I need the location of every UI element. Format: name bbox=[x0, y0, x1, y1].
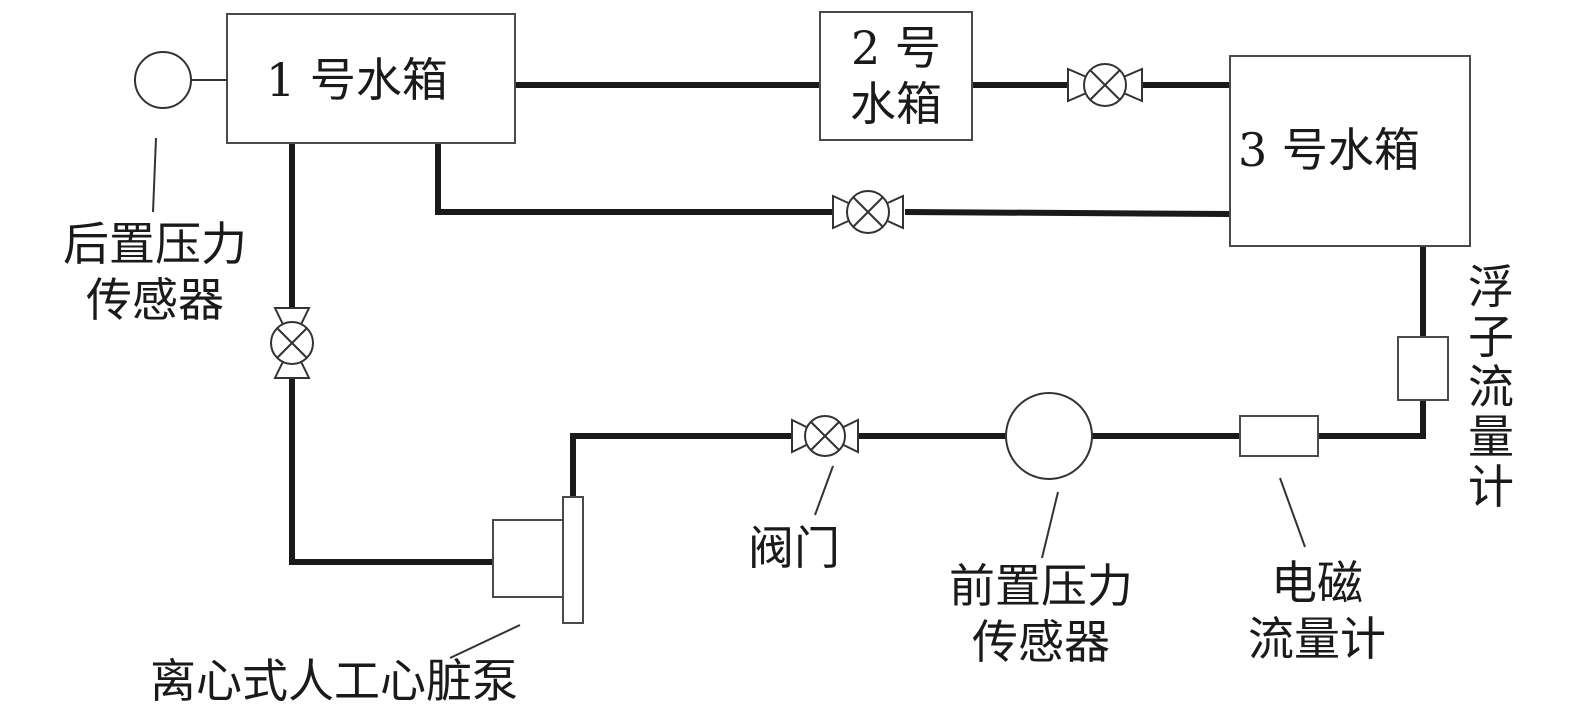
front-sensor-leader bbox=[1041, 491, 1059, 559]
rotameter-char: 量 bbox=[1468, 410, 1514, 464]
rotameter-char: 流 bbox=[1468, 360, 1514, 414]
valve-leader bbox=[814, 465, 834, 516]
emflow-label-line1: 电磁 bbox=[1271, 556, 1363, 610]
front-sensor-label-line1: 前置压力 bbox=[949, 559, 1133, 613]
rotameter-char: 浮 bbox=[1468, 260, 1514, 314]
pump-leader bbox=[449, 624, 521, 659]
tank-1 bbox=[226, 13, 516, 144]
rear-pressure-sensor bbox=[134, 51, 192, 109]
electromagnetic-flowmeter bbox=[1239, 415, 1319, 457]
valve-bottom-icon bbox=[791, 415, 859, 457]
front-sensor-label-line2: 传感器 bbox=[972, 615, 1110, 669]
tank-2-label-line2: 水箱 bbox=[850, 77, 942, 131]
pipe-emflow-to-rotameter bbox=[1318, 400, 1426, 439]
front-pressure-sensor bbox=[1005, 392, 1093, 480]
pump-head bbox=[562, 496, 584, 624]
valve-left-icon bbox=[270, 307, 314, 379]
pump-body bbox=[492, 519, 564, 598]
tank-3 bbox=[1229, 55, 1471, 247]
valve-middle-icon bbox=[832, 190, 904, 234]
rotameter bbox=[1397, 336, 1449, 401]
pipe-valve-to-pump bbox=[289, 378, 493, 565]
front-pressure-sensor-label: 前置压力 传感器 bbox=[926, 558, 1156, 670]
tank-2-label: 2 号 水箱 bbox=[820, 20, 972, 132]
pump-label: 离心式人工心脏泵 bbox=[150, 654, 518, 708]
pipe-return-tank3 bbox=[904, 209, 1231, 217]
tank-1-label: 1 号水箱 bbox=[266, 53, 448, 107]
pipe-tank1-return bbox=[435, 143, 833, 215]
rotameter-char: 子 bbox=[1468, 310, 1514, 364]
electromagnetic-flowmeter-label: 电磁 流量计 bbox=[1232, 555, 1402, 667]
tank-2-label-line1: 2 号 bbox=[851, 21, 941, 75]
rotameter-char: 计 bbox=[1468, 460, 1514, 514]
valve-top-icon bbox=[1067, 63, 1143, 107]
emflow-leader bbox=[1279, 477, 1306, 548]
pipe-pump-outlet bbox=[570, 433, 792, 497]
valve-label: 阀门 bbox=[748, 521, 840, 575]
rear-sensor-label-line1: 后置压力 bbox=[63, 217, 247, 271]
tank-3-label: 3 号水箱 bbox=[1238, 123, 1420, 177]
rear-sensor-leader bbox=[152, 137, 157, 213]
emflow-label-line2: 流量计 bbox=[1248, 612, 1386, 666]
rotameter-label: 浮 子 流 量 计 bbox=[1465, 262, 1517, 512]
rear-sensor-label-line2: 传感器 bbox=[86, 273, 224, 327]
pipes bbox=[289, 82, 1426, 565]
rear-pressure-sensor-label: 后置压力 传感器 bbox=[40, 216, 270, 328]
tank-2 bbox=[819, 11, 973, 141]
